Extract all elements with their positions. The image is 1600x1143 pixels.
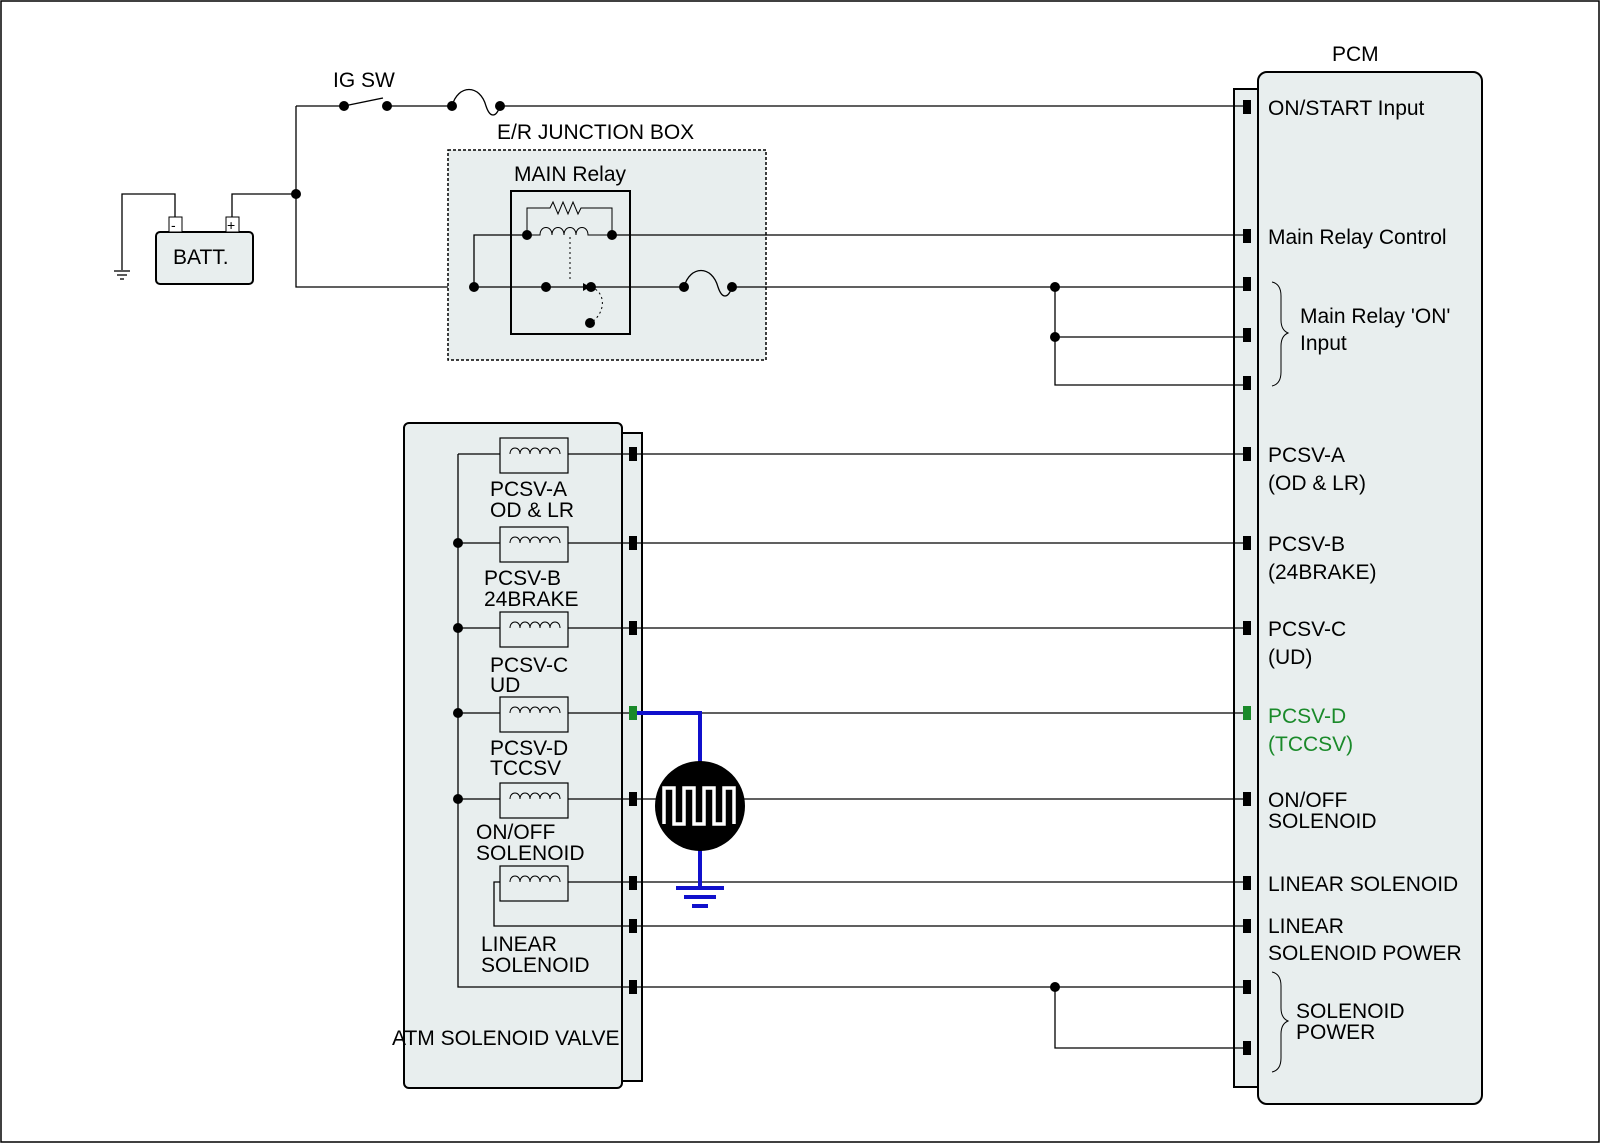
pcm-pin-main-relay-on-3 <box>1243 376 1251 390</box>
pcm-label-pcsv-d-2: (TCCSV) <box>1268 733 1353 756</box>
pcm-pin-on-start <box>1243 100 1251 114</box>
pcm-label-main-relay-on-1: Main Relay 'ON' <box>1300 305 1450 328</box>
atm-pin-2 <box>629 536 637 550</box>
pcm-label-on-off-2: SOLENOID <box>1268 810 1377 833</box>
bus-junction-5 <box>453 794 463 804</box>
solenoid-on-off-icon <box>499 782 569 819</box>
junction-dot <box>291 189 301 199</box>
pcm-label-linear-power-1: LINEAR <box>1268 915 1344 938</box>
pcm-pin-main-relay-on-2 <box>1243 328 1251 342</box>
solenoid-pcsv-d-icon <box>499 696 569 733</box>
fuse-2-icon <box>683 270 733 297</box>
pcm-title: PCM <box>1332 43 1379 66</box>
relay-resistor-icon <box>526 200 613 235</box>
battery-box <box>155 231 254 285</box>
sol-label-pcsv-b-2: 24BRAKE <box>484 588 579 611</box>
coil-linear-power <box>493 881 629 927</box>
pcm-pin-pcsv-b <box>1243 536 1251 550</box>
pcm-pin-linear-solenoid-power <box>1243 919 1251 933</box>
pcm-pin-on-off-solenoid <box>1243 792 1251 806</box>
oscilloscope-square-wave-icon <box>655 761 745 851</box>
wire-main-relay-on-3 <box>1054 287 1243 386</box>
atm-pin-6 <box>629 876 637 890</box>
atm-pin-8 <box>629 980 637 994</box>
pcm-label-pcsv-a-2: (OD & LR) <box>1268 472 1366 495</box>
pcm-label-main-relay-control: Main Relay Control <box>1268 226 1447 249</box>
pcm-pin-solenoid-power-1 <box>1243 980 1251 994</box>
sol-label-on-off-1: ON/OFF <box>476 821 555 844</box>
main-relay-on-junction-2 <box>1050 332 1060 342</box>
ig-sw-label: IG SW <box>333 69 395 92</box>
solenoid-pcsv-a-icon <box>499 437 569 474</box>
battery-neg-sign: - <box>171 217 176 233</box>
pcm-label-solenoid-power-2: POWER <box>1296 1021 1375 1044</box>
atm-pin-4 <box>629 706 637 720</box>
brace-main-relay-on <box>1271 281 1290 387</box>
ig-sw-blade <box>343 97 384 107</box>
sol-label-pcsv-d-1: PCSV-D <box>490 737 568 760</box>
sol-label-pcsv-a-1: PCSV-A <box>490 478 567 501</box>
solenoid-power-junction <box>1050 982 1060 992</box>
main-relay-label: MAIN Relay <box>514 163 627 186</box>
relay-contact-c <box>585 318 595 328</box>
pcm-pin-linear-solenoid <box>1243 876 1251 890</box>
pcm-pin-main-relay-on-1 <box>1243 277 1251 291</box>
pcm-label-pcsv-b-1: PCSV-B <box>1268 533 1345 556</box>
pcm-pin-pcsv-d <box>1243 706 1251 720</box>
solenoid-linear-icon <box>499 865 569 902</box>
relay-contact-swing <box>590 286 603 323</box>
bus-junction-2 <box>453 538 463 548</box>
probe-ground-icon <box>676 886 724 908</box>
bus-junction-3 <box>453 623 463 633</box>
atm-pin-3 <box>629 621 637 635</box>
atm-solenoid-valve-label: ATM SOLENOID VALVE <box>392 1027 620 1050</box>
pcm-pin-pcsv-a <box>1243 447 1251 461</box>
fuse-1-icon <box>451 89 501 116</box>
bus-junction-4 <box>453 708 463 718</box>
pcm-label-pcsv-a-1: PCSV-A <box>1268 444 1345 467</box>
solenoid-pcsv-b-icon <box>499 526 569 563</box>
pcm-pin-solenoid-power-2 <box>1243 1041 1251 1055</box>
brace-solenoid-power <box>1271 971 1290 1073</box>
battery-pos-sign: + <box>227 217 235 233</box>
battery-pos-wire <box>231 193 296 217</box>
sol-label-pcsv-a-2: OD & LR <box>490 499 574 522</box>
sol-label-linear-1: LINEAR <box>481 933 557 956</box>
pcm-label-pcsv-b-2: (24BRAKE) <box>1268 561 1377 584</box>
relay-coil-feed <box>473 234 527 287</box>
sol-label-pcsv-c-1: PCSV-C <box>490 654 568 677</box>
atm-pin-7 <box>629 919 637 933</box>
relay-coil-icon <box>527 227 612 236</box>
wire-solenoid-power-2 <box>1054 987 1243 1049</box>
sol-label-pcsv-c-2: UD <box>490 674 520 697</box>
pcm-label-on-off-1: ON/OFF <box>1268 789 1347 812</box>
battery-neg-wire <box>121 193 176 270</box>
battery-ground-icon <box>114 270 130 280</box>
pcm-label-main-relay-on-2: Input <box>1300 332 1347 355</box>
pcm-label-linear-solenoid: LINEAR SOLENOID <box>1268 873 1458 896</box>
pcm-label-pcsv-c-2: (UD) <box>1268 646 1312 669</box>
sol-label-pcsv-d-2: TCCSV <box>490 757 561 780</box>
probe-signal-wire <box>637 711 702 778</box>
sol-label-on-off-2: SOLENOID <box>476 842 585 865</box>
pcm-label-solenoid-power-1: SOLENOID <box>1296 1000 1405 1023</box>
pcm-pin-pcsv-c <box>1243 621 1251 635</box>
pcm-label-pcsv-c-1: PCSV-C <box>1268 618 1346 641</box>
battery-label: BATT. <box>173 246 229 269</box>
pcm-label-on-start: ON/START Input <box>1268 97 1425 120</box>
battery-bus-wire <box>295 106 472 288</box>
er-junction-box-label: E/R JUNCTION BOX <box>497 121 694 144</box>
solenoid-pcsv-c-icon <box>499 611 569 648</box>
atm-pin-1 <box>629 447 637 461</box>
pcm-label-linear-power-2: SOLENOID POWER <box>1268 942 1462 965</box>
pcm-box <box>1257 71 1483 1105</box>
atm-pin-5 <box>629 792 637 806</box>
pcm-label-pcsv-d-1: PCSV-D <box>1268 705 1346 728</box>
sol-label-pcsv-b-1: PCSV-B <box>484 567 561 590</box>
pcm-pin-main-relay-control <box>1243 229 1251 243</box>
main-relay-on-junction-1 <box>1050 282 1060 292</box>
sol-label-linear-2: SOLENOID <box>481 954 590 977</box>
